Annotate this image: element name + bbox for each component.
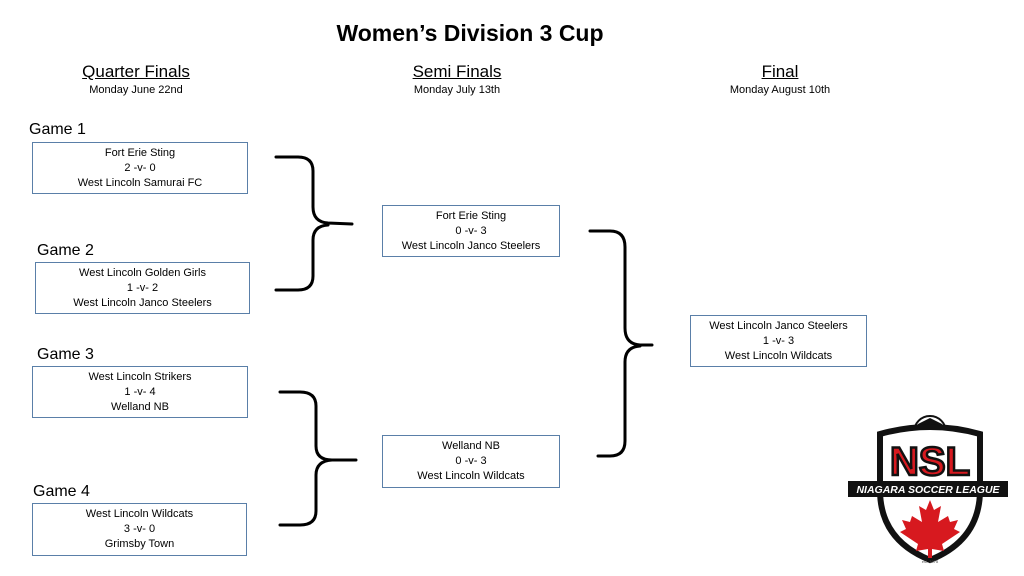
match-score: 0 -v- 3 [455, 224, 487, 237]
round-name: Semi Finals [412, 62, 502, 81]
team-name: West Lincoln Wildcats [724, 349, 833, 362]
round-date: Monday June 22nd [89, 84, 183, 96]
team-name: West Lincoln Golden Girls [79, 266, 206, 279]
bracket-brace-qf-top [274, 155, 354, 292]
team-name: West Lincoln Janco Steelers [709, 319, 848, 332]
team-name: West Lincoln Samurai FC [77, 176, 203, 189]
maple-leaf-icon [900, 500, 960, 558]
bracket-brace-qf-bottom [278, 390, 358, 527]
match-box-game-4: West Lincoln Wildcats 3 -v- 0 Grimsby To… [32, 503, 247, 556]
match-score: 0 -v- 3 [455, 455, 487, 467]
logo-league-name: NIAGARA SOCCER LEAGUE [856, 484, 1000, 496]
team-name: West Lincoln Wildcats [417, 470, 525, 482]
team-name: West Lincoln Wildcats [85, 508, 194, 520]
match-box-game-3: West Lincoln Strikers 1 -v- 4 Welland NB [32, 366, 248, 418]
team-name: West Lincoln Janco Steelers [73, 296, 212, 309]
round-date: Monday July 13th [413, 84, 501, 96]
match-box-semi-1: Fort Erie Sting 0 -v- 3 West Lincoln Jan… [382, 205, 560, 257]
logo-abbr: NSL [890, 440, 970, 484]
round-header-semi-finals: Semi Finals Monday July 13th [382, 62, 532, 96]
game-1-label: Game 1 [29, 121, 86, 138]
logo-banner [848, 481, 1008, 497]
team-name: Fort Erie Sting [104, 146, 176, 159]
team-name: Fort Erie Sting [435, 209, 507, 222]
round-header-final: Final Monday August 10th [700, 62, 860, 96]
round-date: Monday August 10th [729, 84, 831, 96]
match-score: 2 -v- 0 [124, 161, 156, 174]
team-name: Welland NB [442, 440, 500, 452]
match-score: 1 -v- 4 [124, 385, 156, 398]
match-box-game-1: Fort Erie Sting 2 -v- 0 West Lincoln Sam… [32, 142, 248, 194]
bracket-brace-sf [588, 229, 654, 458]
logo-est: est. 1978 [922, 559, 939, 564]
match-score: 1 -v- 2 [126, 281, 159, 294]
match-score: 1 -v- 3 [762, 334, 795, 347]
game-4-label: Game 4 [33, 483, 90, 500]
nsl-logo: NSL NIAGARA SOCCER LEAGUE est. 1978 [848, 415, 1008, 564]
team-name: West Lincoln Strikers [88, 370, 192, 383]
game-2-label: Game 2 [37, 242, 94, 259]
match-box-semi-2: Welland NB 0 -v- 3 West Lincoln Wildcats [382, 435, 560, 488]
team-name: Welland NB [111, 400, 169, 413]
page-title: Women’s Division 3 Cup [336, 20, 604, 46]
match-box-final: West Lincoln Janco Steelers 1 -v- 3 West… [690, 315, 867, 367]
match-box-game-2: West Lincoln Golden Girls 1 -v- 2 West L… [35, 262, 250, 314]
team-name: Grimsby Town [104, 538, 175, 550]
round-header-quarter-finals: Quarter Finals Monday June 22nd [60, 62, 212, 96]
round-name: Final [761, 62, 799, 81]
match-score: 3 -v- 0 [123, 523, 156, 535]
game-3-label: Game 3 [37, 346, 94, 363]
round-name: Quarter Finals [82, 62, 190, 81]
team-name: West Lincoln Janco Steelers [401, 239, 541, 252]
